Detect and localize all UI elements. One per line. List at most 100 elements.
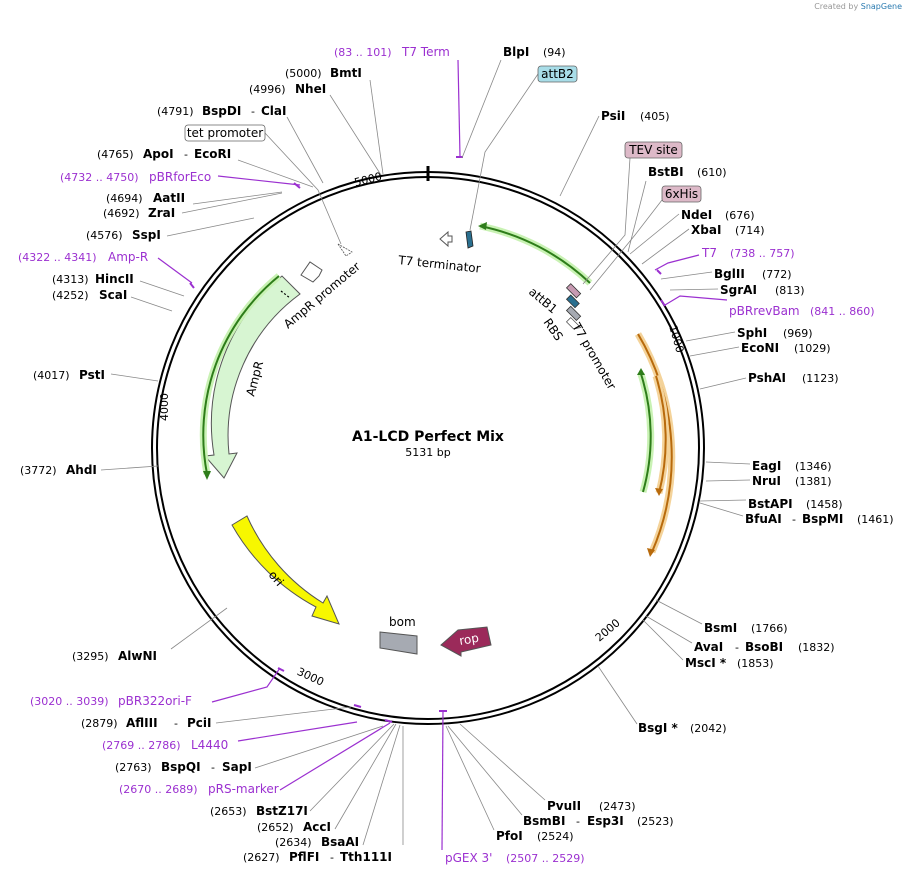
afliii-label-2: - (174, 717, 178, 730)
bsaai-label-0: (2634) (275, 836, 312, 849)
pgex-leader (441, 709, 444, 851)
apoi-leader (237, 159, 314, 188)
ampr-dot-mark (280, 290, 291, 299)
tev-label: TEV site (628, 143, 678, 157)
econi-leader (689, 346, 740, 357)
bglii-leader (660, 271, 713, 280)
bstbi-label-1: (610) (697, 166, 727, 179)
avai-label-0: AvaI (694, 640, 723, 654)
afliii-label-0: (2879) (81, 717, 118, 730)
alwni-label-0: (3295) (72, 650, 109, 663)
pshai-label-0: PshAI (748, 371, 786, 385)
bsmi-label-0: BsmI (704, 621, 737, 635)
bsgi-label-1: (2042) (690, 722, 727, 735)
bspdi-leader (286, 116, 324, 184)
credit-prefix: Created by (814, 2, 859, 11)
pvuii-label-1: (2473) (599, 800, 636, 813)
pbrrevbam-mark (660, 299, 666, 307)
tev-box (624, 141, 683, 159)
psti2-label-1: (405) (640, 110, 670, 123)
insert-arc (479, 225, 591, 284)
prsm-leader (279, 722, 391, 791)
pflfi-label-0: (2627) (243, 851, 280, 864)
bfuai-label-0: BfuAI (745, 512, 782, 526)
avai-leader (645, 615, 693, 644)
pshai-label-1: (1123) (802, 372, 839, 385)
bsaai-leader (362, 724, 401, 846)
bsmbi-label-3: (2523) (637, 815, 674, 828)
zrai-label-0: (4692) (103, 207, 140, 220)
bspqi-label-2: - (211, 761, 215, 774)
t7term-label-1: T7 Term (401, 45, 450, 59)
attb1-label: attB1 (526, 285, 560, 317)
bsgi-leader (597, 665, 638, 725)
t7-promoter-arrow (565, 317, 582, 330)
bmti-leader (369, 79, 384, 175)
xbai-label-0: XbaI (691, 223, 721, 237)
bsaai-label-1: BsaAI (321, 835, 359, 849)
hincii-label-0: (4313) (52, 273, 89, 286)
tetp-box (184, 124, 266, 142)
sphi-label-0: SphI (737, 326, 767, 340)
avai-label-2: BsoBI (745, 640, 783, 654)
attb2-label: attB2 (541, 67, 574, 81)
bfuai-label-3: (1461) (857, 513, 894, 526)
t7-label-1: (738 .. 757) (730, 247, 795, 260)
ampr-label-1: Amp-R (108, 250, 148, 264)
zrai-leader (181, 192, 283, 214)
bstz17i-label-1: BstZ17I (256, 804, 308, 818)
l4440-label-0: (2769 .. 2786) (102, 739, 181, 752)
tetp-leader (264, 132, 342, 245)
l4440-mark (353, 704, 362, 708)
ndei-label-1: (676) (725, 209, 755, 222)
afliii-leader (215, 706, 352, 724)
his-box (565, 294, 580, 309)
rbs-box (565, 305, 582, 322)
ndei-leader (629, 213, 680, 255)
ampr-green-arc (202, 275, 280, 475)
bom-box (379, 631, 418, 655)
t7-primer-mark (656, 269, 662, 275)
ahdi-label-1: AhdI (66, 463, 97, 477)
nrui-leader (705, 479, 751, 482)
bspdi-label-2: - (251, 105, 255, 118)
pbrrev-leader (664, 295, 728, 306)
nrui-label-0: NruI (752, 474, 781, 488)
orange-arc-inner (655, 375, 667, 494)
pfoi-label-1: (2524) (537, 830, 574, 843)
afliii-label-1: AflIII (126, 716, 158, 730)
ndei-label-0: NdeI (681, 208, 712, 222)
xbai-label-1: (714) (735, 224, 765, 237)
sgrai-label-0: SgrAI (720, 283, 757, 297)
scai-leader (130, 296, 173, 312)
ampr-leader (157, 257, 193, 284)
orange-arc-inner-head (655, 488, 663, 496)
his-box (661, 185, 702, 203)
sphi-leader (685, 331, 736, 342)
pbrforeco-mark (293, 182, 301, 189)
rop-label: rop (458, 631, 480, 648)
t7term-leader (457, 59, 461, 158)
insert-arc-glow (479, 222, 593, 286)
psti-leader (110, 373, 159, 382)
bspqi-label-0: (2763) (115, 761, 152, 774)
blpi-label-1: (94) (543, 46, 566, 59)
bspdi-label-1: BspDI (202, 104, 241, 118)
pbrrev-label-0: pBRrevBam (729, 304, 800, 318)
scai-label-0: (4252) (52, 289, 89, 302)
tet-promoter-mark (337, 243, 353, 257)
psti-label-1: PstI (79, 368, 105, 382)
pbr322-label-1: pBR322ori-F (118, 694, 192, 708)
tick-label: 3000 (295, 665, 326, 689)
pbr322-leader (211, 667, 281, 703)
t7-leader (654, 254, 700, 271)
msci-label-0: MscI * (685, 656, 727, 670)
apoi-label-2: - (184, 148, 188, 161)
nhei-label-0: (4996) (249, 83, 286, 96)
t7-terminator-label: T7 terminator (397, 253, 482, 276)
avai-label-1: - (735, 641, 739, 654)
sspi-leader (166, 217, 255, 237)
attb2-feature-mark (465, 230, 474, 249)
apoi-label-0: (4765) (97, 148, 134, 161)
bglii-label-0: BglII (714, 267, 745, 281)
